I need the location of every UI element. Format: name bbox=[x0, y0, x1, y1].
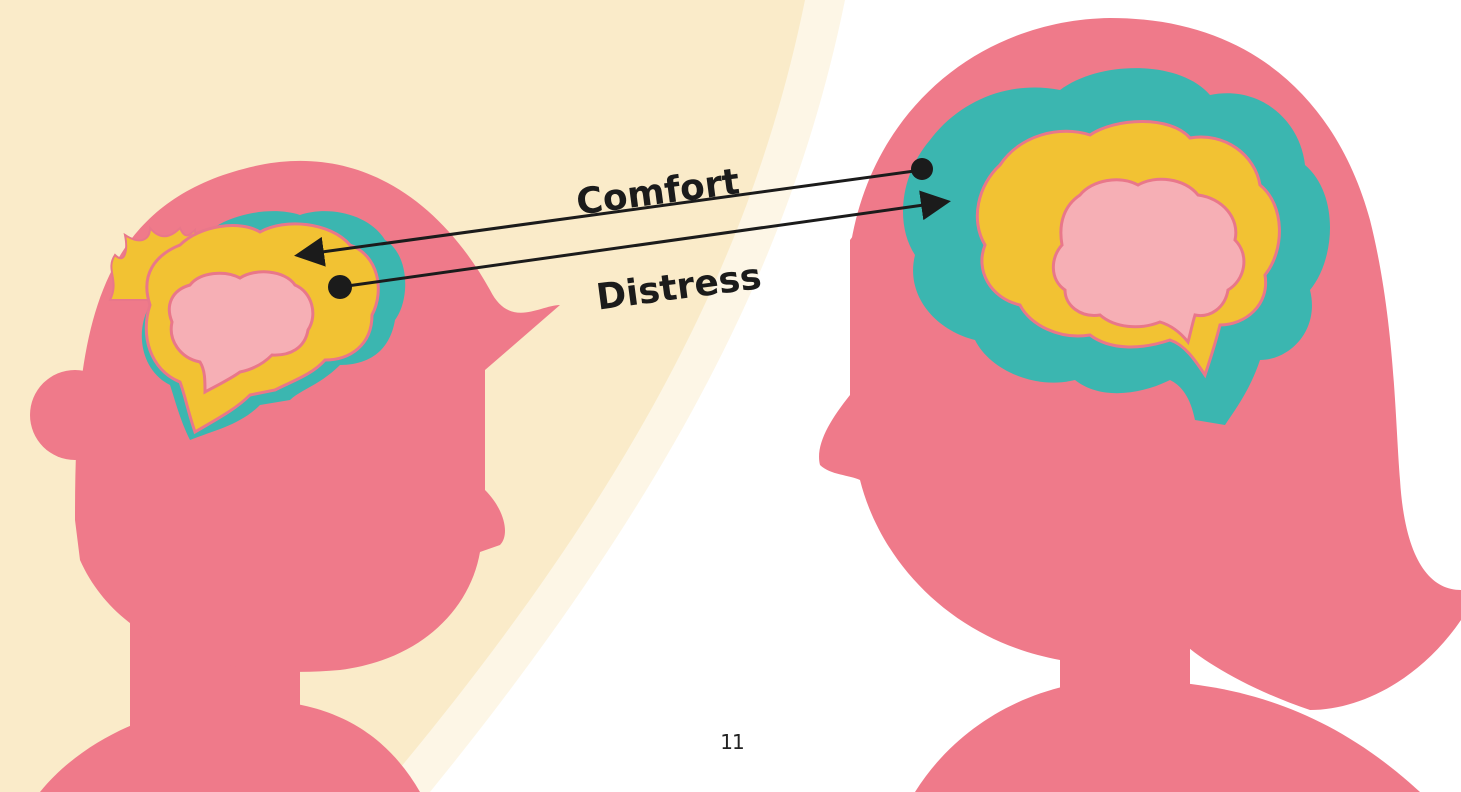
left-person-ear bbox=[30, 370, 120, 460]
distress-arrow-start-dot bbox=[328, 275, 352, 299]
page-number: 11 bbox=[712, 730, 752, 754]
comfort-arrow-start-dot bbox=[911, 158, 933, 180]
